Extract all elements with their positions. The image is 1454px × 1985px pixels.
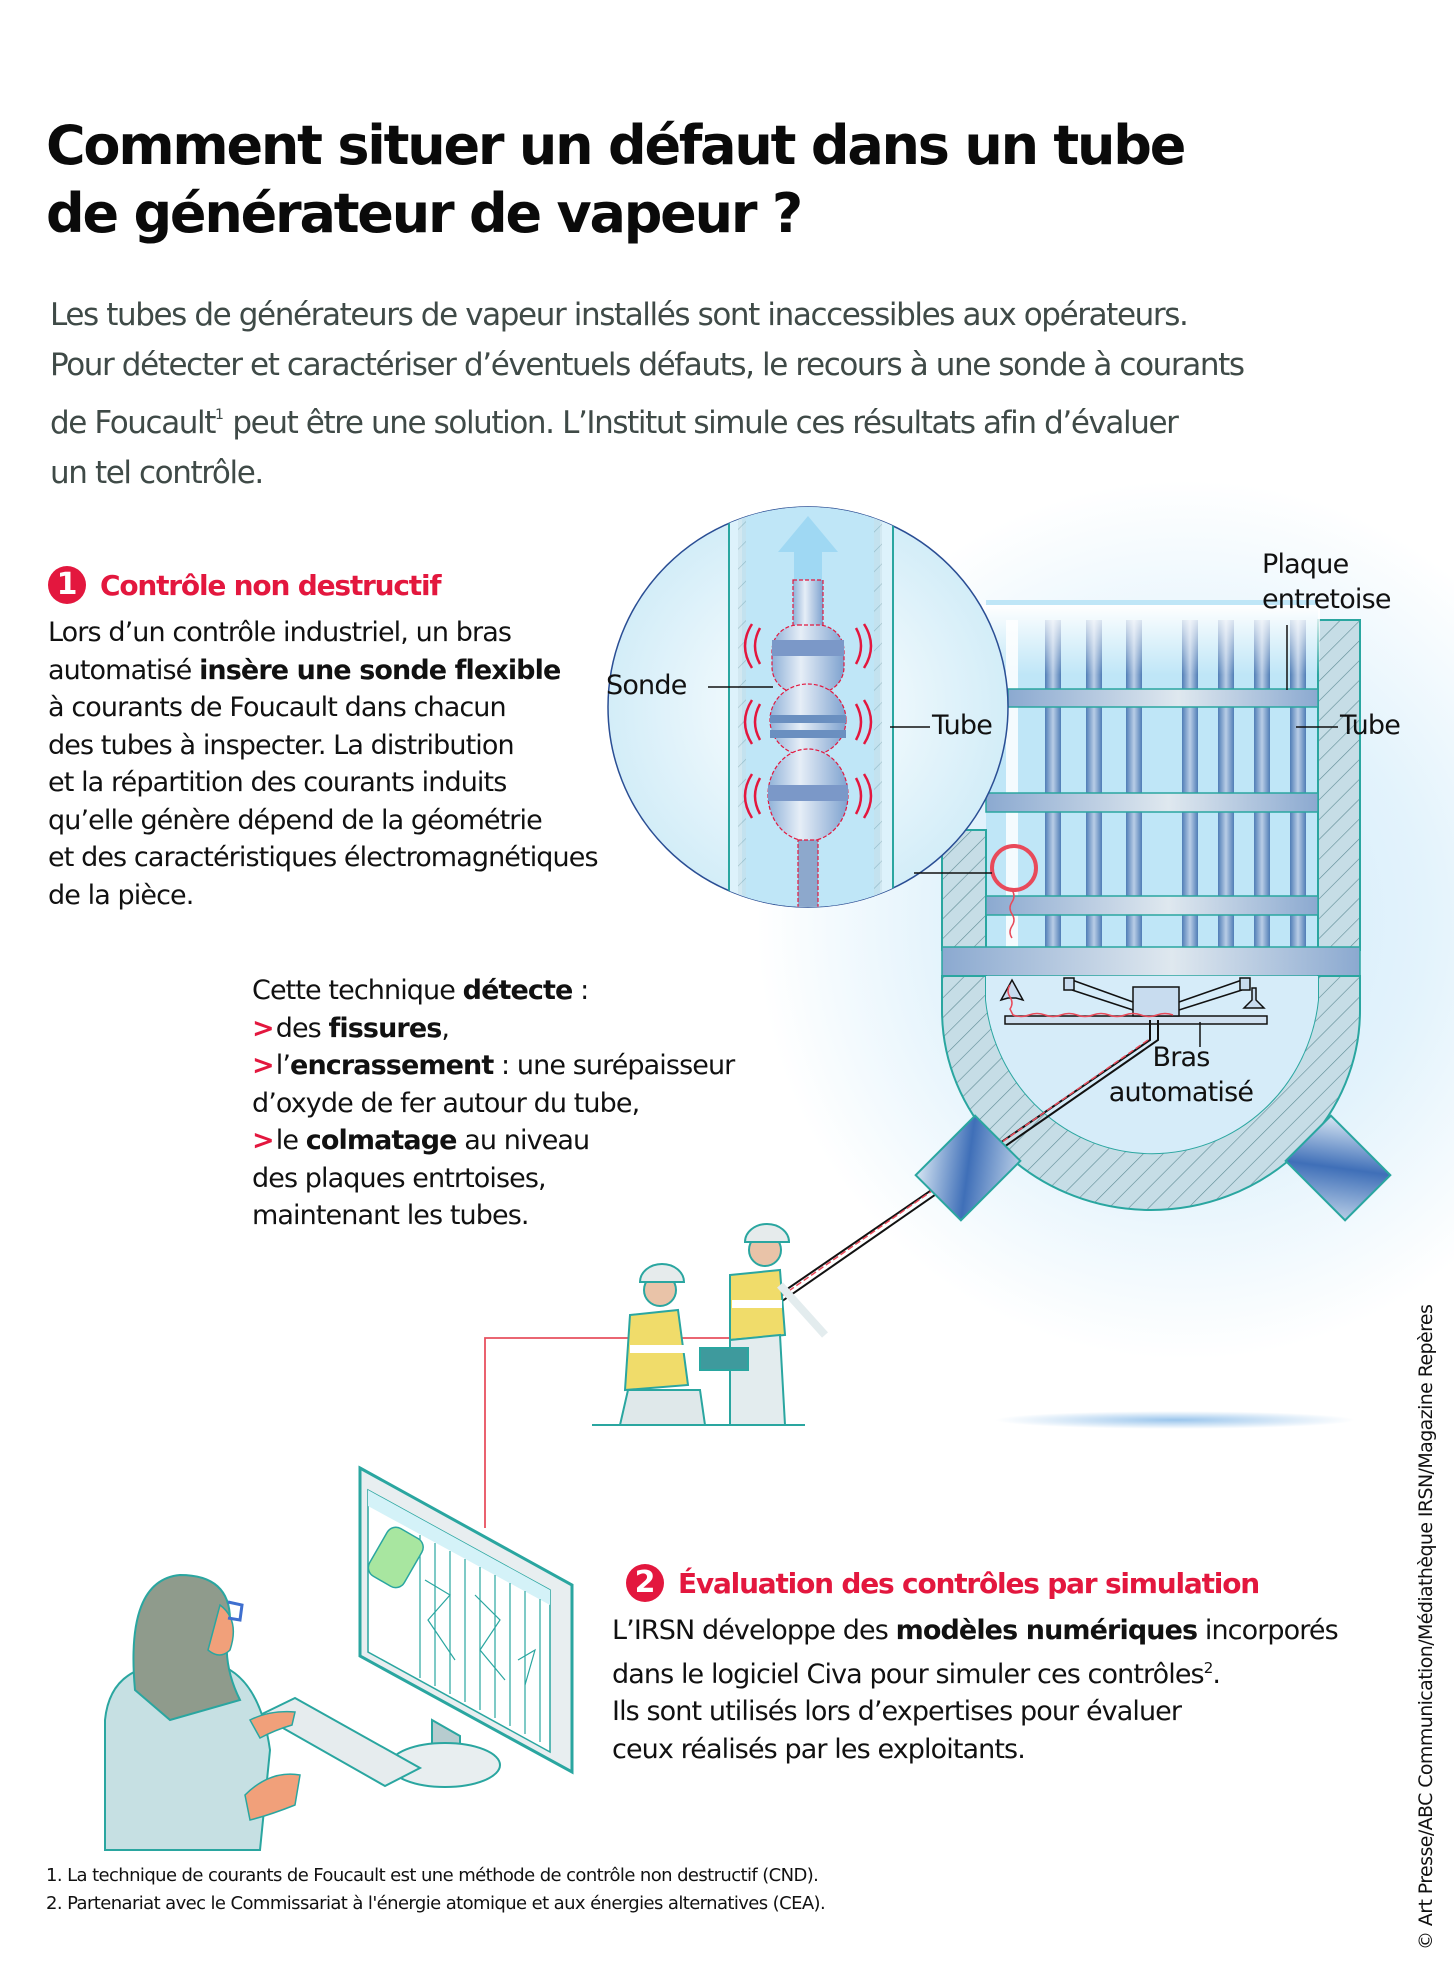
label-bras: Bras automatisé: [1106, 1040, 1256, 1110]
workers-icon: [618, 1223, 828, 1426]
chevron-right-icon: >: [252, 1125, 275, 1156]
s1-line: de la pièce.: [48, 879, 194, 911]
detection-item-colmatage-cont: des plaques entrtoises,: [252, 1162, 547, 1194]
s2-line-2: dans le logiciel Civa pour simuler ces c…: [612, 1658, 1221, 1690]
detection-item-colmatage-cont2: maintenant les tubes.: [252, 1200, 529, 1231]
label-plaque: Plaque entretoise: [1262, 547, 1392, 617]
detection-list: Cette technique détecte : >des fissures,…: [252, 972, 735, 1235]
chevron-right-icon: >: [252, 1012, 275, 1044]
detection-item-colmatage: >le colmatage au niveau: [252, 1125, 590, 1156]
detection-item-encrassement-cont: d’oxyde de fer autour du tube,: [252, 1087, 640, 1119]
title-line-2: de générateur de vapeur ?: [46, 182, 803, 245]
s1-line: à courants de Foucault dans chacun: [48, 692, 507, 723]
title-line-1: Comment situer un défaut dans un tube: [46, 114, 1186, 177]
intro-foucault: de Foucault: [50, 405, 216, 441]
s1-line: Lors d’un contrôle industriel, un bras: [48, 617, 512, 648]
label-bras-line-1: Bras: [1152, 1042, 1210, 1073]
section-1-badge: 1: [48, 566, 86, 604]
s2-line-4: ceux réalisés par les exploitants.: [612, 1733, 1026, 1765]
section-2-title: Évaluation des contrôles par simulation: [678, 1566, 1260, 1600]
section-1-body: Lors d’un contrôle industriel, un bras a…: [48, 614, 599, 914]
page-title: Comment situer un défaut dans un tube de…: [46, 112, 1246, 248]
label-tube-vessel: Tube: [1340, 710, 1401, 741]
footnote-2: 2. Partenariat avec le Commissariat à l'…: [46, 1893, 826, 1914]
s1-line: automatisé insère une sonde flexible: [48, 654, 561, 686]
image-credit: © Art Presse/ABC Communication/Médiathèq…: [1415, 1304, 1437, 1950]
detection-item-fissures: >des fissures,: [252, 1012, 450, 1044]
s1-line: des tubes à inspecter. La distribution: [48, 729, 515, 761]
intro-line-1: Les tubes de générateurs de vapeur insta…: [50, 297, 1189, 333]
section-2-badge: 2: [626, 1564, 664, 1602]
section-1-header: 1 Contrôle non destructif: [48, 566, 442, 604]
intro-paragraph: Les tubes de générateurs de vapeur insta…: [50, 290, 1370, 498]
section-1-title: Contrôle non destructif: [100, 568, 442, 602]
section-2-header: 2 Évaluation des contrôles par simulatio…: [626, 1564, 1260, 1602]
footnote-ref-1: 1: [215, 407, 224, 423]
computer-operator-icon: [104, 1465, 574, 1851]
probe-magnifier-icon: [607, 506, 1009, 908]
s2-line-3: Ils sont utilisés lors d’expertises pour…: [612, 1696, 1182, 1727]
intro-line-3: de Foucault1 peut être une solution. L’I…: [50, 390, 1370, 448]
chevron-right-icon: >: [252, 1050, 275, 1081]
footnote-ref-2: 2: [1203, 1658, 1214, 1677]
label-plaque-line-1: Plaque: [1262, 549, 1349, 580]
s1-line: et la répartition des courants induits: [48, 767, 507, 798]
footnote-1: 1. La technique de courants de Foucault …: [46, 1865, 819, 1886]
intro-line-4: un tel contrôle.: [50, 455, 264, 491]
section-2-body: L’IRSN développe des modèles numériques …: [612, 1612, 1339, 1768]
s1-line: et des caractéristiques électromagnétiqu…: [48, 842, 599, 873]
label-bras-line-2: automatisé: [1108, 1077, 1254, 1108]
intro-line-2: Pour détecter et caractériser d’éventuel…: [50, 347, 1245, 383]
label-plaque-line-2: entretoise: [1262, 584, 1392, 615]
label-tube-zoom: Tube: [932, 710, 993, 741]
footnotes: 1. La technique de courants de Foucault …: [46, 1862, 826, 1918]
label-sonde: Sonde: [606, 670, 687, 701]
s1-line: qu’elle génère dépend de la géométrie: [48, 804, 543, 836]
intro-line-3-rest: peut être une solution. L’Institut simul…: [223, 405, 1179, 441]
s2-line-1: L’IRSN développe des modèles numériques …: [612, 1615, 1339, 1646]
detection-item-encrassement: >l’encrassement : une surépaisseur: [252, 1050, 735, 1081]
detection-intro: Cette technique détecte :: [252, 975, 589, 1006]
